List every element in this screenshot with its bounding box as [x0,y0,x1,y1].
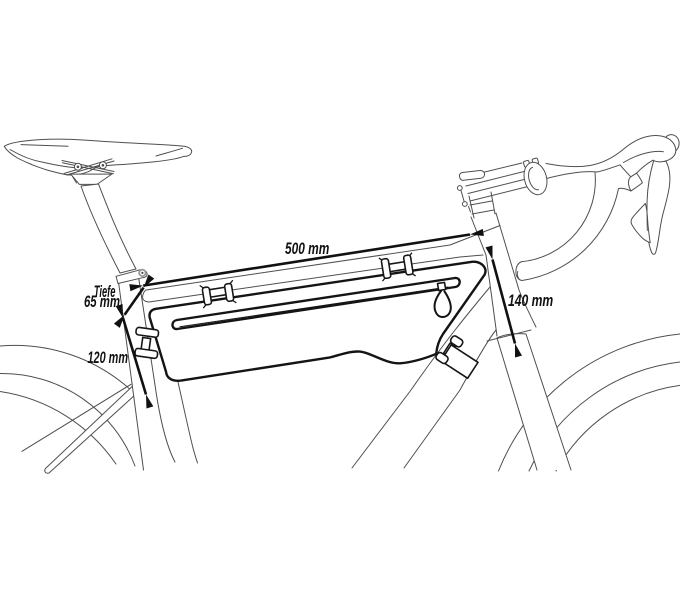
svg-text:Tiefe: Tiefe [94,282,116,301]
svg-text:500 mm: 500 mm [285,240,329,259]
svg-text:65 mm: 65 mm [84,293,120,312]
svg-text:140 mm: 140 mm [508,292,553,310]
svg-text:120 mm: 120 mm [88,349,129,368]
